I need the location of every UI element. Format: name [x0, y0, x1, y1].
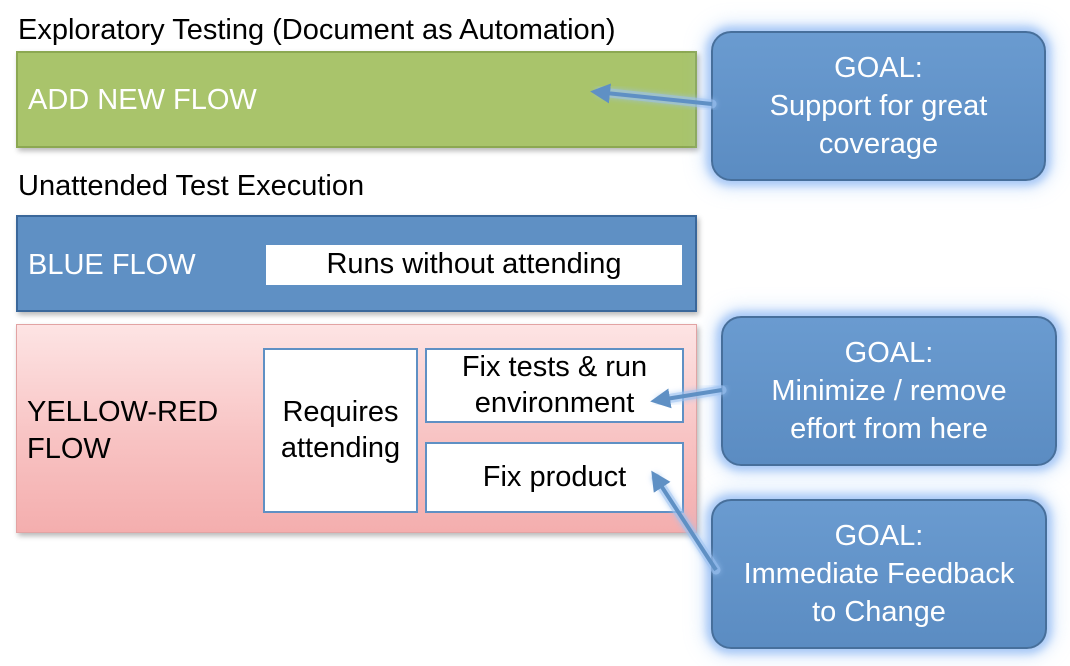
goal-feedback-box: GOAL: Immediate Feedback to Change	[711, 499, 1047, 649]
goal-coverage-line-1: Support for great	[769, 89, 988, 122]
requires-attending-box: Requires attending	[263, 348, 418, 513]
add-new-flow-label: ADD NEW FLOW	[28, 84, 257, 116]
goal-coverage-line-2: coverage	[818, 128, 939, 161]
fix-tests-text: Fix tests & run environment	[461, 351, 648, 419]
goal-feedback-line-2: to Change	[812, 596, 946, 629]
goal-minimize-box: GOAL: Minimize / remove effort from here	[721, 316, 1057, 466]
goal-minimize-title: GOAL:	[844, 336, 934, 369]
runs-without-attending-box: Runs without attending	[266, 245, 682, 285]
fix-tests-box: Fix tests & run environment	[425, 348, 684, 423]
blue-flow-label: BLUE FLOW	[28, 249, 196, 281]
requires-attending-text: Requires attending	[280, 396, 401, 464]
goal-minimize-line-1: Minimize / remove	[771, 374, 1007, 407]
yellow-red-flow-label: YELLOW-RED FLOW	[27, 396, 219, 466]
goal-minimize-line-2: effort from here	[790, 413, 988, 446]
unattended-execution-heading: Unattended Test Execution	[18, 170, 365, 202]
add-new-flow-band: ADD NEW FLOW	[16, 51, 697, 148]
goal-feedback-line-1: Immediate Feedback	[743, 557, 1015, 590]
goal-coverage-box: GOAL: Support for great coverage	[711, 31, 1046, 181]
exploratory-testing-heading: Exploratory Testing (Document as Automat…	[18, 14, 616, 46]
fix-product-box: Fix product	[425, 442, 684, 513]
goal-coverage-title: GOAL:	[834, 51, 923, 84]
goal-feedback-title: GOAL:	[834, 519, 924, 552]
